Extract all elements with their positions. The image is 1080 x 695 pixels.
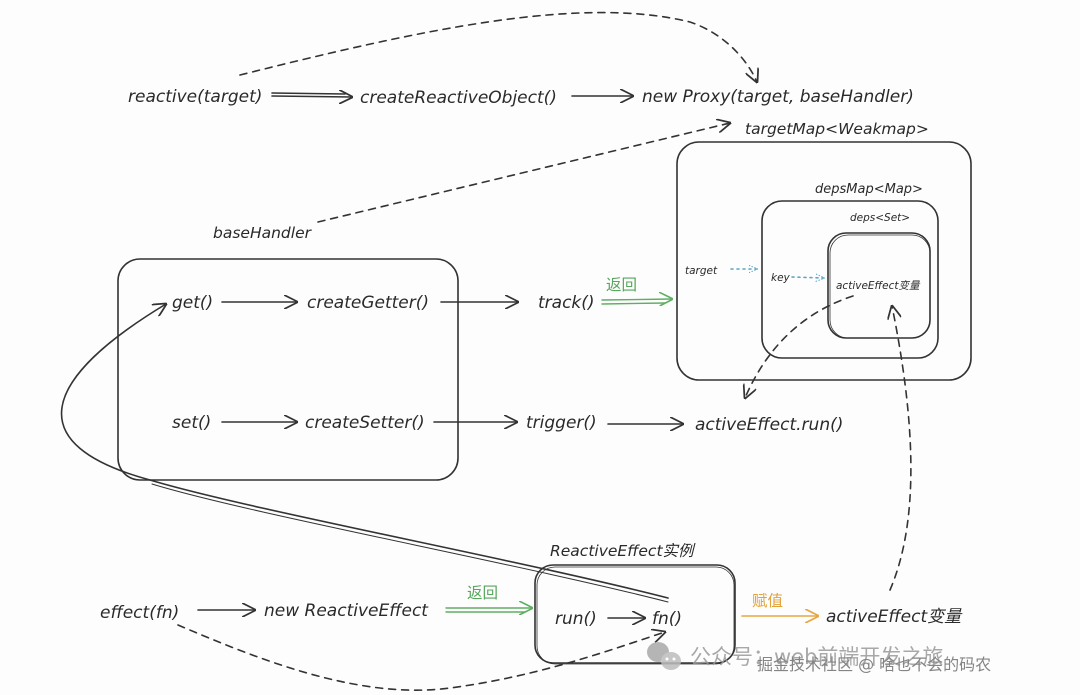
label-key: key <box>771 272 791 284</box>
label-deps-map: depsMap<Map> <box>815 182 923 197</box>
dashed-arrow-basehandler-to-targetmap <box>317 123 730 223</box>
node-set: set() <box>172 413 211 433</box>
label-reactive-effect-instance: ReactiveEffect实例 <box>550 542 696 560</box>
dashed-arrow-reactive-to-proxy-target <box>239 11 757 82</box>
label-active-effect-var-inner: activeEffect变量 <box>836 280 921 292</box>
label-assign: 赋值 <box>752 592 783 610</box>
label-base-handler: baseHandler <box>213 224 313 242</box>
node-fn: fn() <box>652 609 682 629</box>
node-create-setter: createSetter() <box>305 413 425 433</box>
node-track: track() <box>538 293 595 313</box>
watermark-line1: 公众号：web前端开发之旅 <box>690 645 943 669</box>
arrow-fn-to-get <box>60 304 669 599</box>
label-deps-set: deps<Set> <box>850 212 910 224</box>
box-base-handler <box>117 258 459 481</box>
box-target-map <box>676 141 972 381</box>
node-create-getter: createGetter() <box>307 293 429 313</box>
label-target-key: target <box>685 265 718 277</box>
node-run: run() <box>555 609 597 629</box>
box-deps-map <box>761 200 939 359</box>
label-return-track: 返回 <box>606 276 637 294</box>
box-reactive-effect-instance <box>534 564 736 664</box>
watermark: 公众号：web前端开发之旅 掘金技术社区 @ 啥也不会的码农 <box>647 642 991 674</box>
dashed-arrow-activeeffect-to-deps <box>890 306 912 591</box>
dashed-arrow-deps-to-run <box>745 295 854 398</box>
node-create-reactive-object: createReactiveObject() <box>360 88 557 108</box>
node-reactive: reactive(target) <box>128 87 262 107</box>
node-active-effect-var: activeEffect变量 <box>826 607 963 627</box>
green-arrow-track-return <box>601 299 672 300</box>
node-new-reactive-effect: new ReactiveEffect <box>264 601 429 621</box>
node-active-effect-run: activeEffect.run() <box>695 415 843 435</box>
node-get: get() <box>172 293 213 313</box>
label-target-map: targetMap<Weakmap> <box>745 120 929 138</box>
arrow-reactive-to-create-double <box>271 92 346 95</box>
dashed-arrow-effect-to-fn <box>177 624 665 691</box>
node-new-proxy: new Proxy(target, baseHandler) <box>642 87 914 107</box>
arrow-reactive-to-create <box>271 96 352 97</box>
watermark-line2: 掘金技术社区 @ 啥也不会的码农 <box>757 655 991 674</box>
node-trigger: trigger() <box>526 413 597 433</box>
node-effect: effect(fn) <box>100 603 179 623</box>
label-return-effect: 返回 <box>467 584 498 602</box>
dotted-arrow-key-to-deps <box>791 277 824 278</box>
wechat-icon <box>647 642 681 670</box>
